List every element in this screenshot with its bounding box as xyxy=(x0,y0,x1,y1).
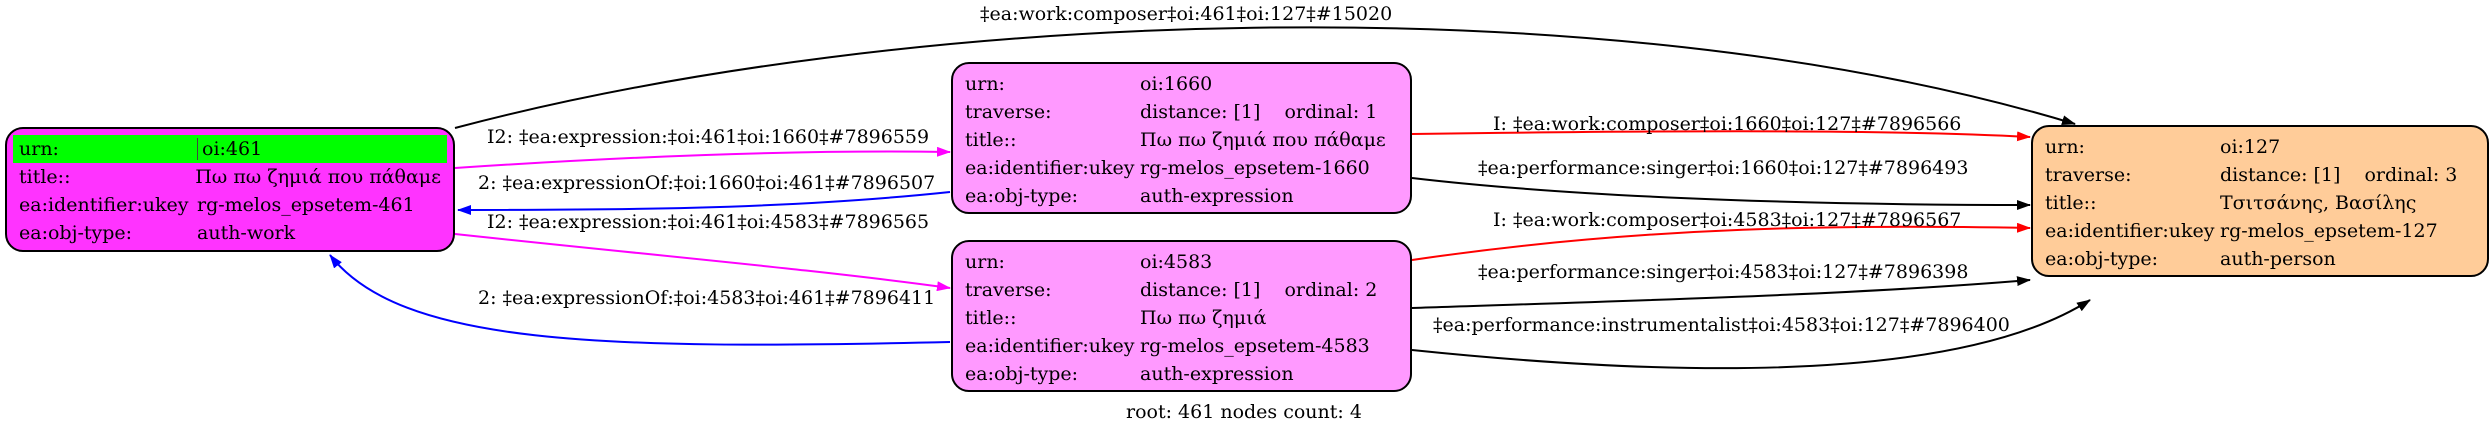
node-key: ea:identifier:ukey xyxy=(2045,220,2215,242)
node-row-traverse: traverse: distance: [1] ordinal: 1 xyxy=(965,98,1398,126)
edge-label-expressionof-1660-461: 2: ‡ea:expressionOf:‡oi:1660‡oi:461‡#789… xyxy=(478,172,935,194)
node-key: ea:identifier:ukey xyxy=(19,194,189,216)
node-value: oi:1660 xyxy=(1140,73,1213,95)
node-value: oi:461 xyxy=(197,138,441,160)
edge-composer-1660 xyxy=(1411,130,2031,142)
node-key: title:: xyxy=(965,307,1017,329)
edge-label-expression-461-1660: I2: ‡ea:expression:‡oi:461‡oi:1660‡#7896… xyxy=(487,126,929,148)
edge-composer-461 xyxy=(454,26,2076,129)
node-value: distance: [1] xyxy=(1140,101,1261,123)
node-key: urn: xyxy=(2045,136,2085,158)
node-oi-1660[interactable]: urn: oi:1660 traverse: distance: [1] ord… xyxy=(951,62,1412,214)
node-oi-127[interactable]: urn: oi:127 traverse: distance: [1] ordi… xyxy=(2031,125,2489,277)
edge-label-singer-1660: ‡ea:performance:singer‡oi:1660‡oi:127‡#7… xyxy=(1478,157,1968,179)
node-row-objtype: ea:obj-type: auth-work xyxy=(19,219,441,247)
node-key: urn: xyxy=(965,73,1005,95)
node-value-ordinal: ordinal: 2 xyxy=(1284,279,1378,301)
node-value: auth-work xyxy=(197,222,296,244)
node-value: auth-expression xyxy=(1140,185,1294,207)
edge-label-composer-1660: I: ‡ea:work:composer‡oi:1660‡oi:127‡#789… xyxy=(1493,113,1961,135)
node-row-ukey: ea:identifier:ukey rg-melos_epsetem-1660 xyxy=(965,154,1398,182)
node-value: rg-melos_epsetem-127 xyxy=(2220,220,2438,242)
node-row-urn: urn: oi:461 xyxy=(13,135,447,163)
node-key: ea:identifier:ukey xyxy=(965,157,1135,179)
node-row-title: title:: Πω πω ζημιά που πάθαμε xyxy=(965,126,1398,154)
node-value: auth-expression xyxy=(1140,363,1294,385)
node-key: ea:identifier:ukey xyxy=(965,335,1135,357)
node-key: urn: xyxy=(965,251,1005,273)
edge-singer-1660 xyxy=(1411,177,2031,210)
node-row-urn: urn: oi:127 xyxy=(2045,133,2475,161)
node-key: traverse: xyxy=(2045,164,2132,186)
node-row-objtype: ea:obj-type: auth-person xyxy=(2045,245,2475,273)
edge-label-composer-461: ‡ea:work:composer‡oi:461‡oi:127‡#15020 xyxy=(980,3,1392,25)
node-key: ea:obj-type: xyxy=(965,363,1079,385)
node-value-ordinal: ordinal: 3 xyxy=(2364,164,2458,186)
node-key: ea:obj-type: xyxy=(965,185,1079,207)
edge-singer-4583 xyxy=(1411,276,2031,309)
node-row-ukey: ea:identifier:ukey rg-melos_epsetem-4583 xyxy=(965,332,1398,360)
edge-instrumentalist-4583 xyxy=(1411,299,2091,370)
node-value: Τσιτσάνης, Βασίλης xyxy=(2220,192,2417,214)
node-value: auth-person xyxy=(2220,248,2336,270)
graph-footer: root: 461 nodes count: 4 xyxy=(1126,401,1362,423)
node-value: oi:4583 xyxy=(1140,251,1213,273)
node-row-urn: urn: oi:1660 xyxy=(965,70,1398,98)
edge-label-instrumentalist-4583: ‡ea:performance:instrumentalist‡oi:4583‡… xyxy=(1433,314,2010,336)
node-value: distance: [1] xyxy=(2220,164,2341,186)
node-key: ea:obj-type: xyxy=(19,222,133,244)
node-row-title: title:: Τσιτσάνης, Βασίλης xyxy=(2045,189,2475,217)
node-row-traverse: traverse: distance: [1] ordinal: 3 xyxy=(2045,161,2475,189)
node-value: oi:127 xyxy=(2220,136,2281,158)
node-key: title:: xyxy=(965,129,1017,151)
node-oi-4583[interactable]: urn: oi:4583 traverse: distance: [1] ord… xyxy=(951,240,1412,392)
edge-expressionof-1660-461 xyxy=(457,191,951,215)
node-key: ea:obj-type: xyxy=(2045,248,2159,270)
edge-label-expression-461-4583: I2: ‡ea:expression:‡oi:461‡oi:4583‡#7896… xyxy=(487,211,929,233)
node-value: Πω πω ζημιά xyxy=(1140,307,1267,329)
node-oi-461[interactable]: urn: oi:461 title:: Πω πω ζημιά που πάθα… xyxy=(5,127,455,252)
edge-label-expressionof-4583-461: 2: ‡ea:expressionOf:‡oi:4583‡oi:461‡#789… xyxy=(478,287,935,309)
edge-expression-461-4583 xyxy=(454,233,951,292)
node-row-title: title:: Πω πω ζημιά που πάθαμε xyxy=(19,163,441,191)
edge-composer-4583 xyxy=(1411,222,2031,261)
node-row-objtype: ea:obj-type: auth-expression xyxy=(965,360,1398,388)
node-value: rg-melos_epsetem-4583 xyxy=(1140,335,1370,357)
node-value: rg-melos_epsetem-461 xyxy=(197,194,415,216)
node-key: title:: xyxy=(2045,192,2097,214)
node-row-ukey: ea:identifier:ukey rg-melos_epsetem-127 xyxy=(2045,217,2475,245)
node-value: Πω πω ζημιά που πάθαμε xyxy=(1140,129,1386,151)
edge-expression-461-1660 xyxy=(454,146,951,169)
node-key: title:: xyxy=(19,166,71,188)
node-key: traverse: xyxy=(965,279,1052,301)
edge-label-singer-4583: ‡ea:performance:singer‡oi:4583‡oi:127‡#7… xyxy=(1478,261,1968,283)
node-value-ordinal: ordinal: 1 xyxy=(1284,101,1378,123)
edge-label-composer-4583: I: ‡ea:work:composer‡oi:4583‡oi:127‡#789… xyxy=(1493,209,1961,231)
node-value: rg-melos_epsetem-1660 xyxy=(1140,157,1370,179)
node-value: Πω πω ζημιά που πάθαμε xyxy=(195,166,441,188)
node-key: traverse: xyxy=(965,101,1052,123)
node-row-title: title:: Πω πω ζημιά xyxy=(965,304,1398,332)
node-row-urn: urn: oi:4583 xyxy=(965,248,1398,276)
node-row-traverse: traverse: distance: [1] ordinal: 2 xyxy=(965,276,1398,304)
node-value: distance: [1] xyxy=(1140,279,1261,301)
node-row-ukey: ea:identifier:ukey rg-melos_epsetem-461 xyxy=(19,191,441,219)
node-row-objtype: ea:obj-type: auth-expression xyxy=(965,182,1398,210)
node-key: urn: xyxy=(19,138,59,160)
edge-expressionof-4583-461 xyxy=(329,254,951,346)
